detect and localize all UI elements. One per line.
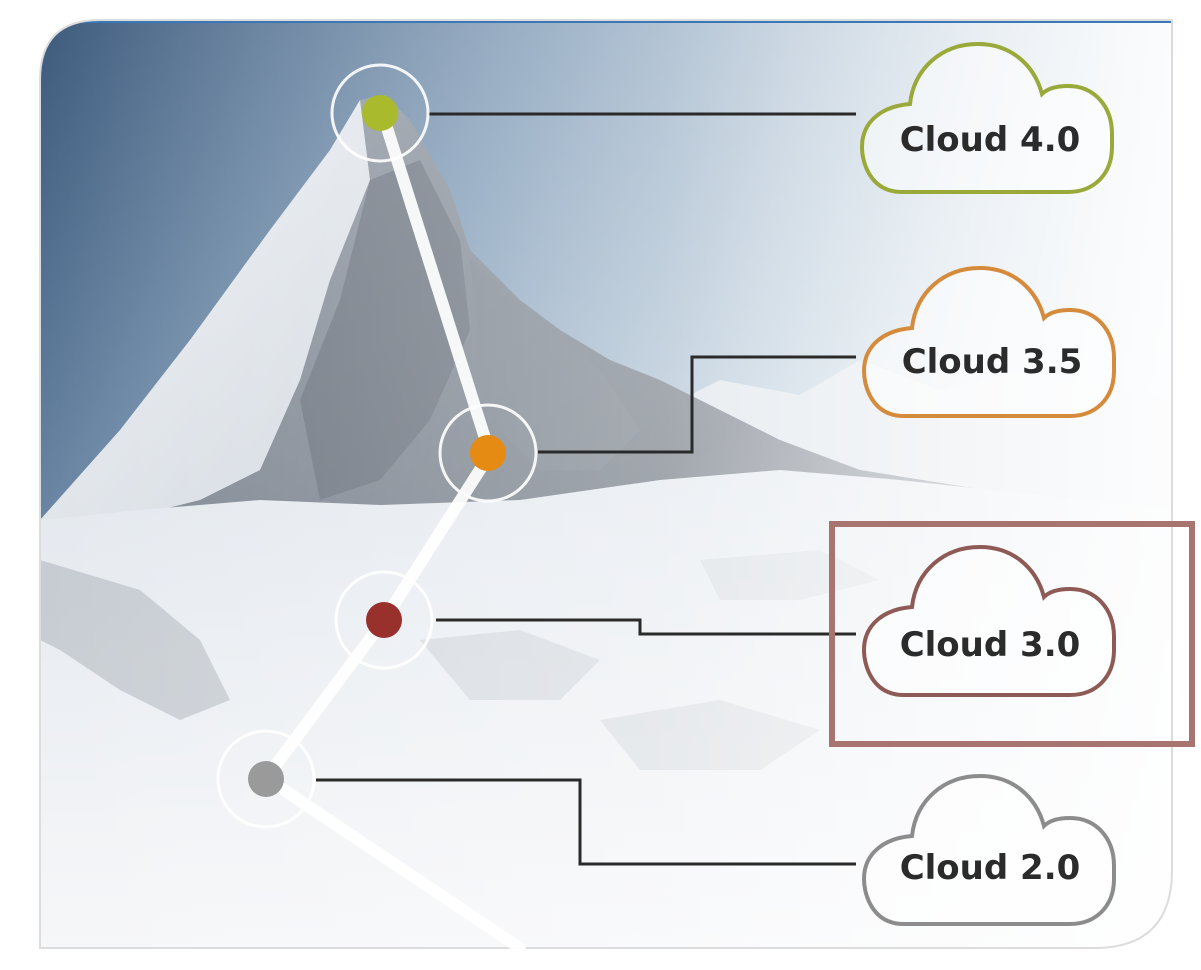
cloud-badge-2-0[interactable]: Cloud 2.0 (861, 773, 1116, 926)
connector-cloud-3-5 (538, 355, 856, 454)
cloud-badge-4-0[interactable]: Cloud 4.0 (859, 41, 1114, 194)
connector-lines (316, 112, 856, 866)
connector-cloud-3-0 (436, 618, 856, 636)
milestone-dot (470, 435, 506, 471)
milestone-cloud-4-0[interactable] (330, 63, 430, 163)
cloud-icon (859, 41, 1114, 194)
milestone-cloud-3-0[interactable] (334, 570, 434, 670)
photo-border (39, 19, 1173, 949)
cloud-badge-3-0[interactable]: Cloud 3.0 (861, 544, 1116, 697)
connector-cloud-2-0 (316, 778, 856, 866)
cloud-badge-3-5[interactable]: Cloud 3.5 (861, 265, 1116, 418)
milestone-cloud-2-0[interactable] (216, 729, 316, 829)
cloud-label: Cloud 3.5 (902, 342, 1083, 382)
highlight-box (829, 521, 1195, 747)
cloud-icon (861, 773, 1116, 926)
cloud-label: Cloud 3.0 (900, 625, 1081, 665)
cloud-label: Cloud 2.0 (900, 848, 1081, 888)
cloud-icon (861, 265, 1116, 418)
milestone-cloud-3-5[interactable] (438, 403, 538, 503)
milestone-dot (248, 761, 284, 797)
cloud-icon (861, 544, 1116, 697)
milestone-dot (362, 95, 398, 131)
cloud-label: Cloud 4.0 (900, 120, 1081, 160)
milestone-dot (366, 602, 402, 638)
